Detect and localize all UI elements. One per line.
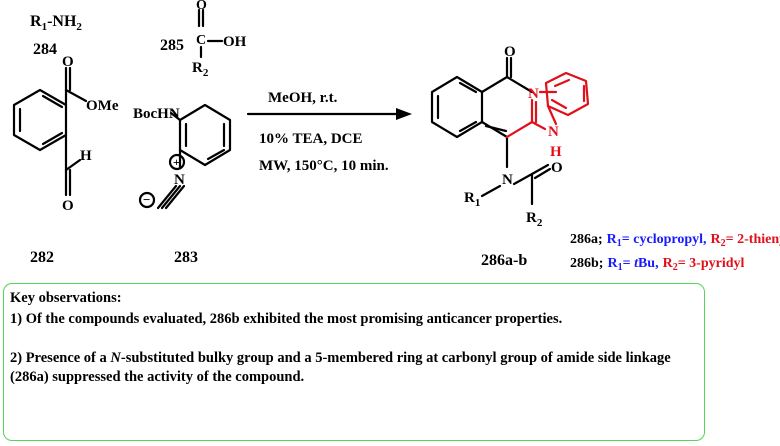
product-o-amide: O [551, 160, 563, 176]
red-bond-5 [546, 104, 558, 126]
variant-286a: 286a;R1= cyclopropyl,R2= 2-thienyl [570, 232, 780, 249]
product-n-ring: N [528, 86, 539, 102]
red-ring-benzo [544, 71, 590, 117]
amide-co-1 [530, 163, 550, 176]
ring-282 [12, 88, 68, 152]
label-285: 285 [160, 37, 184, 54]
product-ring-left [430, 75, 484, 139]
acid-r2: R2 [192, 60, 209, 79]
mid-ring-bond-3 [480, 120, 509, 139]
bochn-label: BocHN [133, 106, 180, 122]
red-bond-4 [530, 120, 547, 131]
ring-283 [178, 103, 232, 167]
product-o-top: O [504, 44, 516, 60]
condition-step1: MeOH, r.t. [268, 90, 338, 106]
plus-sign: + [173, 155, 180, 169]
acid-o: O [196, 0, 207, 13]
amide-co-2 [533, 167, 552, 180]
amine-formula: R1-NH2 [30, 13, 82, 33]
observation-item-2: 2) Presence of a N-substituted bulky gro… [10, 350, 671, 385]
mid-ring-inner [484, 124, 508, 133]
aldehyde-h-bond [64, 158, 82, 172]
acid-oh: OH [223, 34, 247, 50]
red-ring-inner-3 [550, 98, 568, 110]
nc-triple-1 [156, 184, 178, 210]
label-284: 284 [33, 41, 57, 58]
product-ring-left-inner-3 [458, 81, 478, 94]
nc-triple-2 [160, 184, 182, 210]
mid-ring-bond-1 [480, 75, 509, 94]
aldehyde-h: H [80, 148, 92, 164]
variant-286b: 286b;R1= tBu,R2= 3-pyridyl [570, 256, 745, 273]
ring-283-inner-3 [206, 148, 226, 161]
ester-o: O [62, 54, 74, 70]
mid-ring-bond-2 [505, 75, 534, 94]
product-h-imid: H [550, 144, 562, 160]
n-carbonyl-bond [512, 172, 534, 186]
red-bond-1 [505, 120, 534, 139]
minus-sign: − [143, 192, 150, 207]
observation-item-1: 1) Of the compounds evaluated, 286b exhi… [10, 311, 563, 327]
observations-title: Key observations: [10, 290, 122, 306]
condition-step2a: 10% TEA, DCE [259, 131, 363, 147]
minus-circle [138, 191, 156, 209]
label-282: 282 [30, 249, 54, 266]
label-286ab: 286a-b [481, 252, 527, 269]
condition-step2b: MW, 150°C, 10 min. [259, 158, 389, 174]
red-ring-inner-1 [553, 78, 571, 88]
plus-circle [168, 153, 186, 171]
ring-282-inner-2 [41, 131, 64, 146]
aldehyde-o: O [62, 198, 74, 214]
bochn-bond [169, 111, 182, 122]
product-ring-left-inner-2 [458, 120, 478, 133]
product-n-imid: N [548, 124, 559, 140]
isocyanide-n: N [174, 172, 185, 188]
ester-ome: OMe [86, 98, 119, 114]
key-observations-box: Key observations: 1) Of the compounds ev… [3, 283, 705, 441]
acid-c: C [196, 33, 206, 48]
product-r2: R2 [526, 210, 543, 229]
reaction-arrowhead [396, 108, 412, 120]
ring-282-inner-3 [41, 94, 64, 109]
ester-o-bond [64, 88, 88, 103]
product-r1: R1 [464, 190, 480, 209]
label-283: 283 [174, 249, 198, 266]
n-r1-bond [480, 184, 502, 198]
nc-triple-3 [164, 184, 186, 210]
product-n-amide: N [502, 172, 513, 188]
